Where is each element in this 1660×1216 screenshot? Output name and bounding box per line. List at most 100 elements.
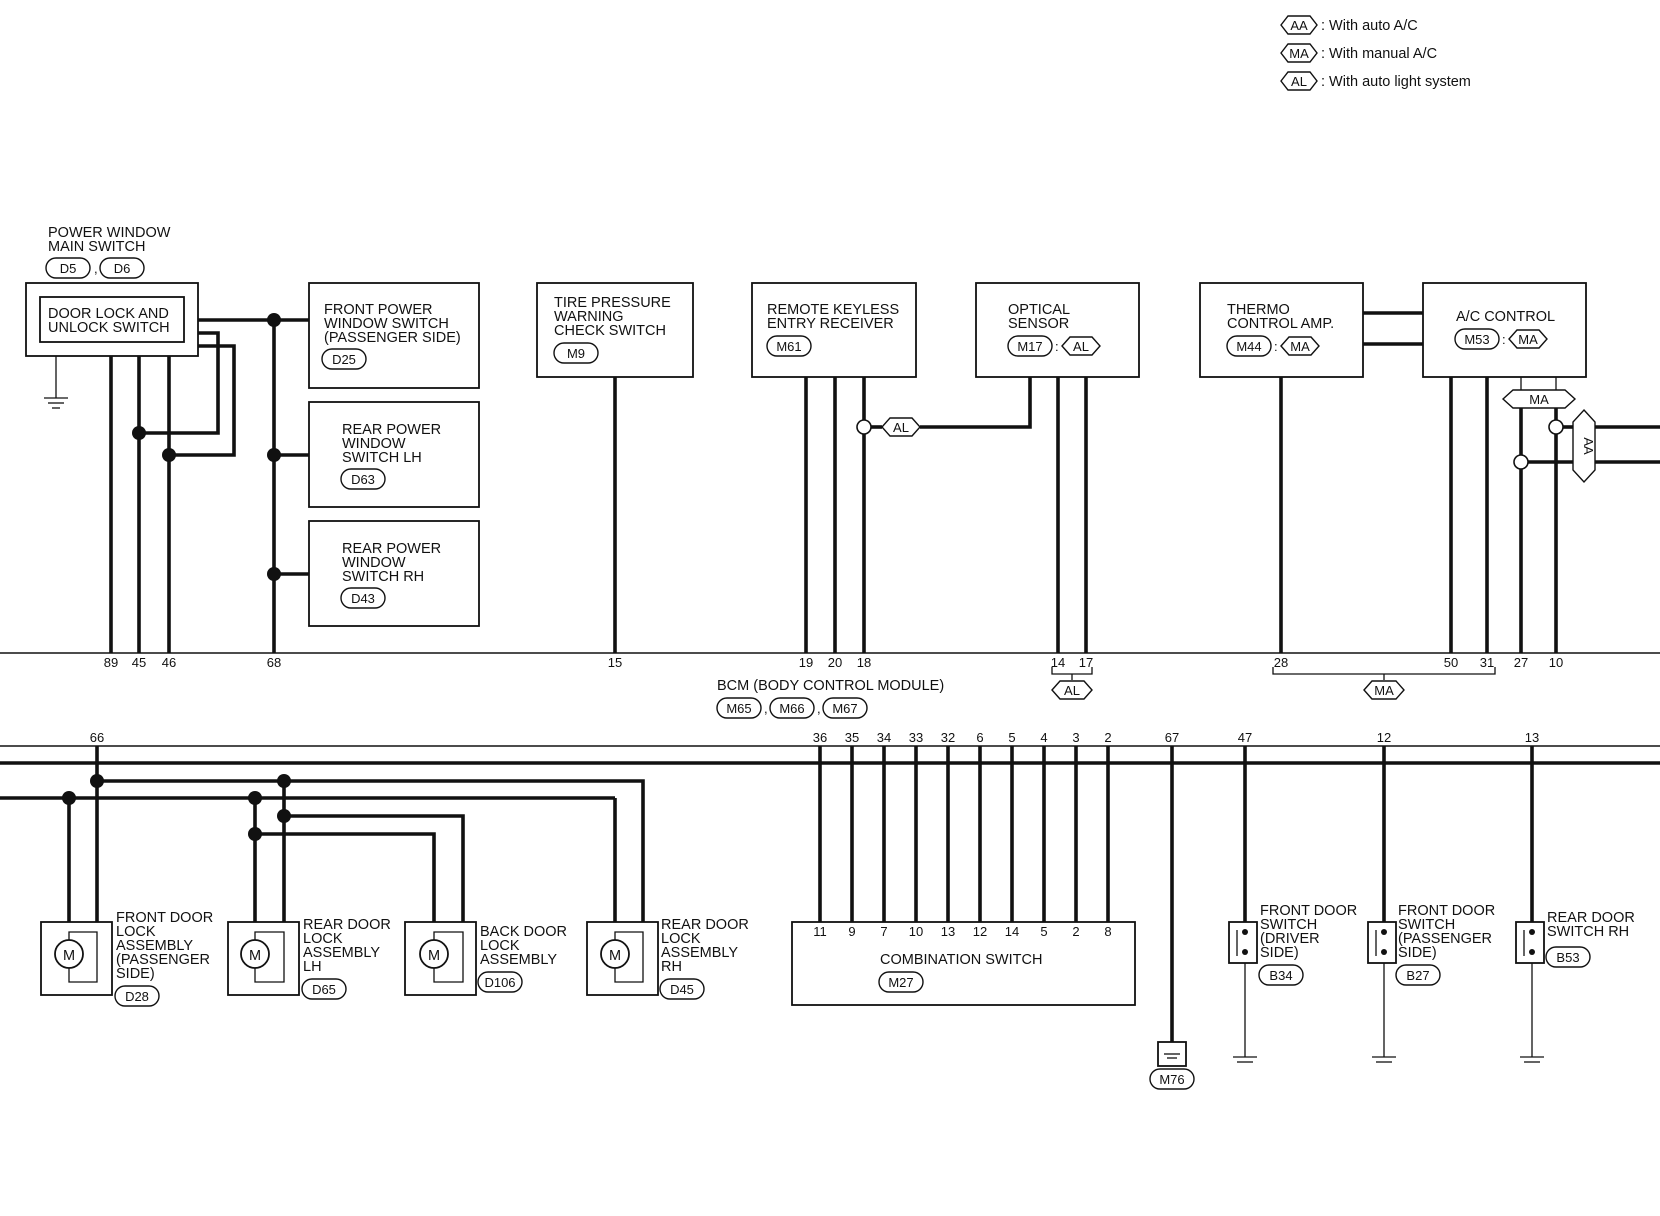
legend-item-aa: AA : With auto A/C [1280, 15, 1418, 35]
svg-text:M: M [249, 948, 261, 964]
optical-sensor: OPTICAL SENSOR M17 : AL [975, 282, 1140, 653]
window-switch-wiring [109, 313, 309, 653]
svg-text:68: 68 [267, 655, 281, 670]
svg-text:(PASSENGER SIDE): (PASSENGER SIDE) [324, 330, 461, 346]
svg-text:D106: D106 [484, 975, 515, 990]
svg-text:(PASSENGER: (PASSENGER [116, 952, 210, 968]
svg-text:M53: M53 [1464, 332, 1489, 347]
svg-text:SIDE): SIDE) [1260, 945, 1299, 961]
svg-text:67: 67 [1165, 730, 1179, 745]
door-switch-rear-rh: REAR DOOR SWITCH RH B53 [1515, 746, 1635, 1063]
svg-text:SENSOR: SENSOR [1008, 316, 1069, 332]
svg-text:UNLOCK SWITCH: UNLOCK SWITCH [48, 320, 170, 336]
svg-text:35: 35 [845, 730, 859, 745]
svg-text:REAR DOOR: REAR DOOR [303, 917, 391, 933]
svg-text:LOCK: LOCK [661, 931, 701, 947]
svg-text:MAIN SWITCH: MAIN SWITCH [48, 239, 145, 255]
legend-item-al: AL : With auto light system [1280, 71, 1471, 91]
svg-text:FRONT POWER: FRONT POWER [324, 302, 432, 318]
svg-text:M27: M27 [888, 975, 913, 990]
svg-text:WINDOW: WINDOW [342, 555, 406, 571]
door-lock-front-passenger: M FRONT DOOR LOCK ASSEMBLY (PASSENGER SI… [40, 910, 213, 1007]
svg-text:SWITCH: SWITCH [1260, 917, 1317, 933]
svg-text:D45: D45 [670, 982, 694, 997]
svg-text:D43: D43 [351, 591, 375, 606]
svg-text:M44: M44 [1236, 339, 1261, 354]
svg-text::: : [1055, 339, 1059, 354]
svg-text:MA: MA [1529, 392, 1549, 407]
svg-text:D65: D65 [312, 982, 336, 997]
svg-text:AL: AL [1073, 339, 1089, 354]
svg-text:14: 14 [1051, 655, 1065, 670]
svg-text:45: 45 [132, 655, 146, 670]
rear-power-window-switch-rh: REAR POWER WINDOW SWITCH RH D43 [308, 520, 480, 627]
svg-text:M67: M67 [832, 701, 857, 716]
svg-text:FRONT DOOR: FRONT DOOR [1398, 903, 1495, 919]
svg-text:46: 46 [162, 655, 176, 670]
svg-text:A/C CONTROL: A/C CONTROL [1456, 309, 1555, 325]
svg-text:50: 50 [1444, 655, 1458, 670]
svg-text:FRONT DOOR: FRONT DOOR [1260, 903, 1357, 919]
svg-text:CONTROL AMP.: CONTROL AMP. [1227, 316, 1334, 332]
svg-text:10: 10 [1549, 655, 1563, 670]
door-lock-back: M BACK DOOR LOCK ASSEMBLY D106 [404, 921, 567, 996]
svg-text:10: 10 [909, 924, 923, 939]
svg-text:M66: M66 [779, 701, 804, 716]
svg-text:: With manual A/C: : With manual A/C [1321, 46, 1437, 62]
svg-text:32: 32 [941, 730, 955, 745]
svg-text:2: 2 [1104, 730, 1111, 745]
power-window-main-switch: POWER WINDOW MAIN SWITCH D5 , D6 DOOR LO… [25, 225, 199, 409]
door-switch-front-passenger: FRONT DOOR SWITCH (PASSENGER SIDE) B27 [1367, 746, 1495, 1063]
svg-text:,: , [94, 261, 98, 276]
combination-switch: 11 9 7 10 13 12 14 5 2 8 COMBINATION SWI… [791, 746, 1136, 1006]
svg-text:LH: LH [303, 959, 322, 975]
svg-text:COMBINATION SWITCH: COMBINATION SWITCH [880, 952, 1042, 968]
svg-text:LOCK: LOCK [480, 938, 520, 954]
svg-text:(DRIVER: (DRIVER [1260, 931, 1320, 947]
svg-text:TIRE PRESSURE: TIRE PRESSURE [554, 295, 671, 311]
svg-text:B27: B27 [1406, 968, 1429, 983]
svg-text:M: M [63, 948, 75, 964]
svg-text:MA: MA [1374, 683, 1394, 698]
thermo-control-amp: THERMO CONTROL AMP. M44 : MA [1199, 282, 1423, 653]
svg-text:5: 5 [1040, 924, 1047, 939]
svg-text:4: 4 [1040, 730, 1047, 745]
svg-text:15: 15 [608, 655, 622, 670]
svg-text:B34: B34 [1269, 968, 1292, 983]
svg-text:AL: AL [1064, 683, 1080, 698]
svg-text:19: 19 [799, 655, 813, 670]
svg-text:20: 20 [828, 655, 842, 670]
svg-text:AA: AA [1581, 437, 1596, 455]
svg-text:D28: D28 [125, 989, 149, 1004]
svg-text:WINDOW: WINDOW [342, 436, 406, 452]
svg-text:SIDE): SIDE) [1398, 945, 1437, 961]
svg-text:RH: RH [661, 959, 682, 975]
svg-text:34: 34 [877, 730, 891, 745]
svg-text:28: 28 [1274, 655, 1288, 670]
legend: AA : With auto A/C MA : With manual A/C … [1280, 15, 1471, 91]
svg-text:REAR POWER: REAR POWER [342, 541, 441, 557]
svg-text:WARNING: WARNING [554, 309, 624, 325]
svg-text:MA: MA [1290, 339, 1310, 354]
svg-text:BACK DOOR: BACK DOOR [480, 924, 567, 940]
rear-power-window-switch-lh: REAR POWER WINDOW SWITCH LH D63 [308, 401, 480, 508]
svg-text:OPTICAL: OPTICAL [1008, 302, 1070, 318]
svg-text:DOOR LOCK AND: DOOR LOCK AND [48, 306, 169, 322]
svg-text:MA: MA [1518, 332, 1538, 347]
svg-text:M: M [428, 948, 440, 964]
svg-text:(PASSENGER: (PASSENGER [1398, 931, 1492, 947]
svg-text:AL: AL [893, 420, 909, 435]
svg-text:14: 14 [1005, 924, 1019, 939]
svg-text:MA: MA [1289, 46, 1309, 61]
remote-keyless-entry-receiver: REMOTE KEYLESS ENTRY RECEIVER M61 AL [751, 282, 1032, 653]
svg-text:12: 12 [1377, 730, 1391, 745]
tire-pressure-warning-check-switch: TIRE PRESSURE WARNING CHECK SWITCH M9 [536, 282, 694, 653]
svg-text:12: 12 [973, 924, 987, 939]
svg-text:36: 36 [813, 730, 827, 745]
svg-text:66: 66 [90, 730, 104, 745]
svg-text:9: 9 [848, 924, 855, 939]
svg-text::: : [1274, 339, 1278, 354]
svg-text:D63: D63 [351, 472, 375, 487]
svg-text:REAR DOOR: REAR DOOR [1547, 910, 1635, 926]
